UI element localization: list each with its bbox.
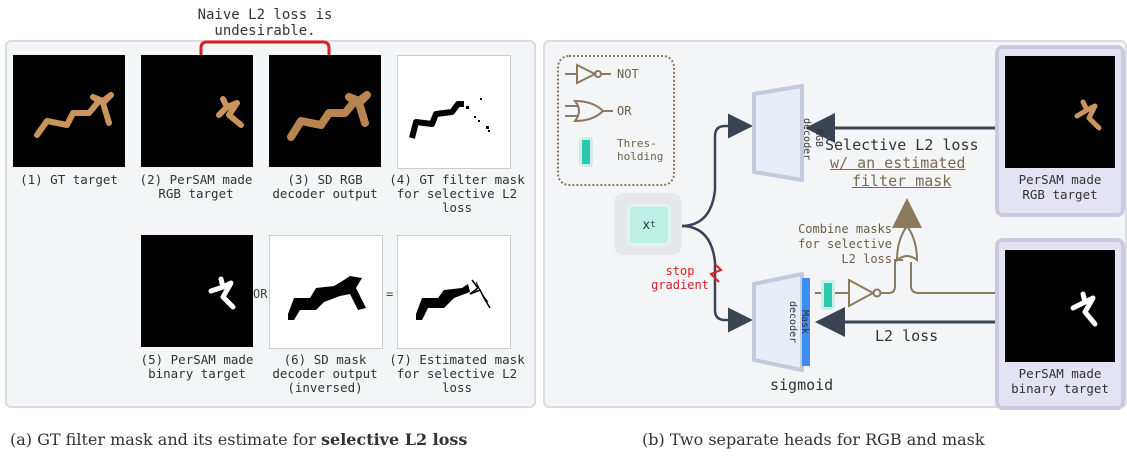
threshold-icon — [579, 137, 593, 167]
binary-target-label: PerSAM made binary target — [1011, 366, 1109, 396]
mask-decoder-label: Mask decoder — [787, 300, 810, 344]
mask-decoder-shape — [752, 272, 810, 372]
caption-7: (7) Estimated mask for selective L2 loss — [389, 352, 525, 395]
legend-or-label: OR — [617, 104, 632, 118]
caption-3: (3) SD RGB decoder output — [272, 172, 378, 201]
legend-threshold-label: Thres- holding — [617, 137, 664, 163]
gt-filter-mask-image — [397, 55, 511, 169]
combine-masks-note: Combine masks for selective L2 loss — [798, 222, 892, 266]
diagram-connectors — [680, 113, 995, 337]
caption-1: (1) GT target — [20, 172, 118, 187]
sigmoid-label: sigmoid — [770, 376, 834, 394]
panel-a-caption-bold: selective L2 loss — [321, 430, 468, 449]
panel-a-caption: (a) GT filter mask and its estimate for … — [10, 430, 467, 449]
rgb-decoder-label: RGB decoder — [801, 118, 824, 161]
sd-rgb-output-image — [269, 55, 381, 167]
xt-subscript: t — [650, 220, 656, 230]
naive-l2-note: Naive L2 loss is undesirable. — [197, 7, 333, 39]
not-gate-icon — [565, 63, 611, 85]
selective-loss-line2: w/ an estimated — [830, 154, 966, 172]
legend-box — [557, 55, 675, 186]
caption-6: (6) SD mask decoder output (inversed) — [272, 352, 378, 395]
or-gate-icon — [565, 99, 613, 123]
equals-operator: = — [386, 287, 394, 301]
binary-target-image — [1005, 250, 1115, 362]
rgb-target-image — [1005, 56, 1115, 168]
or-operator: OR — [253, 287, 268, 301]
panel-a-caption-prefix: (a) GT filter mask and its estimate for — [10, 430, 321, 449]
caption-5: (5) PerSAM made binary target — [140, 352, 254, 381]
persam-rgb-target-image — [141, 55, 253, 167]
l2-loss-label: L2 loss — [875, 327, 939, 345]
stop-gradient-label: stop gradient — [651, 264, 709, 292]
estimated-mask-image — [397, 235, 511, 349]
selective-loss-line1: Selective L2 loss — [825, 136, 979, 154]
caption-2: (2) PerSAM made RGB target — [139, 172, 253, 201]
panel-b-caption: (b) Two separate heads for RGB and mask — [642, 430, 985, 449]
gt-target-image — [13, 55, 125, 167]
caption-4: (4) GT filter mask for selective L2 loss — [389, 172, 525, 215]
selective-loss-line3: filter mask — [852, 172, 952, 190]
rgb-target-label: PerSAM made RGB target — [1018, 172, 1102, 202]
threshold-block — [821, 280, 835, 310]
sd-mask-output-image — [269, 235, 383, 349]
xt-label: x — [642, 217, 651, 233]
legend-not-label: NOT — [617, 67, 639, 81]
persam-binary-target-image — [141, 235, 253, 347]
rgb-decoder-shape — [752, 84, 804, 182]
naive-l2-bracket — [199, 40, 331, 58]
